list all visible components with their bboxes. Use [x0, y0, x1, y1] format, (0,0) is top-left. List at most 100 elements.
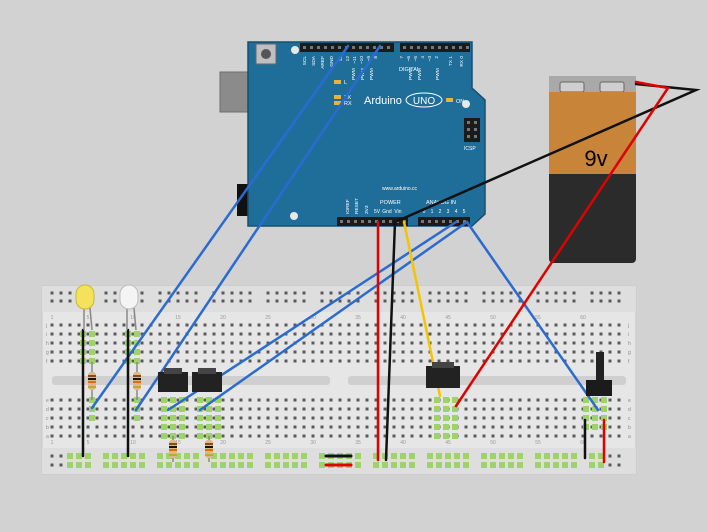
breadboard-hole[interactable] [230, 416, 234, 420]
rail-hole[interactable] [140, 299, 144, 303]
breadboard-hole[interactable] [59, 407, 63, 411]
breadboard-hole[interactable] [77, 341, 81, 345]
breadboard-hole[interactable] [572, 407, 576, 411]
breadboard-hole[interactable] [527, 434, 531, 438]
breadboard-hole-active[interactable] [452, 424, 458, 430]
breadboard-hole[interactable] [59, 350, 63, 354]
rail-hole[interactable] [545, 291, 549, 295]
breadboard-hole[interactable] [374, 341, 378, 345]
rail-hole-active[interactable] [373, 462, 379, 468]
breadboard-hole[interactable] [329, 398, 333, 402]
rail-hole[interactable] [212, 299, 216, 303]
breadboard-hole[interactable] [266, 350, 270, 354]
breadboard-hole[interactable] [617, 407, 621, 411]
rail-hole-active[interactable] [211, 462, 217, 468]
breadboard-hole[interactable] [419, 425, 423, 429]
breadboard-hole[interactable] [221, 332, 225, 336]
breadboard-hole[interactable] [572, 332, 576, 336]
breadboard-hole[interactable] [608, 416, 612, 420]
breadboard-hole[interactable] [428, 359, 432, 363]
breadboard-hole[interactable] [545, 323, 549, 327]
breadboard-hole[interactable] [266, 332, 270, 336]
breadboard-hole[interactable] [104, 323, 108, 327]
breadboard-hole[interactable] [185, 323, 189, 327]
breadboard-hole[interactable] [374, 416, 378, 420]
breadboard-hole[interactable] [302, 350, 306, 354]
breadboard-hole[interactable] [311, 425, 315, 429]
breadboard-hole[interactable] [140, 434, 144, 438]
breadboard-hole[interactable] [590, 434, 594, 438]
breadboard-hole[interactable] [158, 416, 162, 420]
breadboard-hole[interactable] [419, 416, 423, 420]
breadboard-hole[interactable] [572, 425, 576, 429]
breadboard-hole[interactable] [284, 341, 288, 345]
rail-hole[interactable] [608, 299, 612, 303]
breadboard-hole[interactable] [608, 341, 612, 345]
breadboard-hole[interactable] [500, 350, 504, 354]
rail-hole[interactable] [482, 291, 486, 295]
breadboard-hole-active[interactable] [197, 397, 203, 403]
breadboard-hole[interactable] [482, 425, 486, 429]
rail-hole[interactable] [455, 299, 459, 303]
breadboard-hole[interactable] [392, 323, 396, 327]
breadboard-hole[interactable] [113, 332, 117, 336]
breadboard-hole[interactable] [365, 359, 369, 363]
breadboard-hole[interactable] [482, 332, 486, 336]
breadboard-hole[interactable] [266, 323, 270, 327]
breadboard-hole-active[interactable] [215, 397, 221, 403]
breadboard-hole[interactable] [284, 398, 288, 402]
breadboard-hole[interactable] [248, 350, 252, 354]
breadboard-hole[interactable] [293, 350, 297, 354]
rail-hole-active[interactable] [103, 453, 109, 459]
breadboard-hole[interactable] [275, 398, 279, 402]
breadboard-hole[interactable] [392, 416, 396, 420]
breadboard-hole[interactable] [212, 407, 216, 411]
breadboard-hole[interactable] [104, 359, 108, 363]
rail-hole[interactable] [518, 299, 522, 303]
rail-hole-active[interactable] [319, 453, 325, 459]
breadboard-hole[interactable] [194, 434, 198, 438]
breadboard-hole[interactable] [338, 416, 342, 420]
rail-hole[interactable] [554, 299, 558, 303]
rail-hole[interactable] [239, 299, 243, 303]
breadboard-hole[interactable] [176, 341, 180, 345]
breadboard-hole[interactable] [518, 407, 522, 411]
rail-hole[interactable] [248, 299, 252, 303]
breadboard-hole[interactable] [86, 434, 90, 438]
breadboard-hole[interactable] [140, 323, 144, 327]
breadboard-hole[interactable] [590, 341, 594, 345]
breadboard-hole[interactable] [500, 323, 504, 327]
rail-hole-active[interactable] [319, 462, 325, 468]
rail-hole-active[interactable] [463, 462, 469, 468]
rail-hole-active[interactable] [112, 462, 118, 468]
breadboard-hole[interactable] [77, 425, 81, 429]
breadboard-hole[interactable] [293, 407, 297, 411]
header-pin[interactable] [442, 220, 445, 223]
breadboard-hole[interactable] [293, 332, 297, 336]
breadboard-hole[interactable] [59, 425, 63, 429]
rail-hole-active[interactable] [112, 453, 118, 459]
breadboard-hole[interactable] [599, 323, 603, 327]
rail-hole-active[interactable] [229, 462, 235, 468]
breadboard-hole-active[interactable] [161, 424, 167, 430]
breadboard-hole-active[interactable] [434, 424, 440, 430]
rail-hole-active[interactable] [157, 453, 163, 459]
rail-hole-active[interactable] [184, 462, 190, 468]
rail-hole[interactable] [509, 291, 513, 295]
breadboard-hole-active[interactable] [206, 397, 212, 403]
rail-hole[interactable] [221, 299, 225, 303]
breadboard-hole[interactable] [356, 323, 360, 327]
breadboard-hole[interactable] [536, 398, 540, 402]
breadboard-hole[interactable] [455, 323, 459, 327]
wire-blue[interactable] [198, 220, 469, 412]
rail-hole[interactable] [59, 463, 63, 467]
breadboard-hole[interactable] [221, 350, 225, 354]
pushbutton[interactable] [426, 362, 460, 388]
breadboard-hole[interactable] [437, 323, 441, 327]
breadboard-hole[interactable] [419, 332, 423, 336]
breadboard-hole[interactable] [230, 398, 234, 402]
breadboard-hole[interactable] [518, 341, 522, 345]
breadboard-hole[interactable] [203, 416, 207, 420]
breadboard-hole-active[interactable] [134, 415, 140, 421]
breadboard-hole[interactable] [590, 323, 594, 327]
